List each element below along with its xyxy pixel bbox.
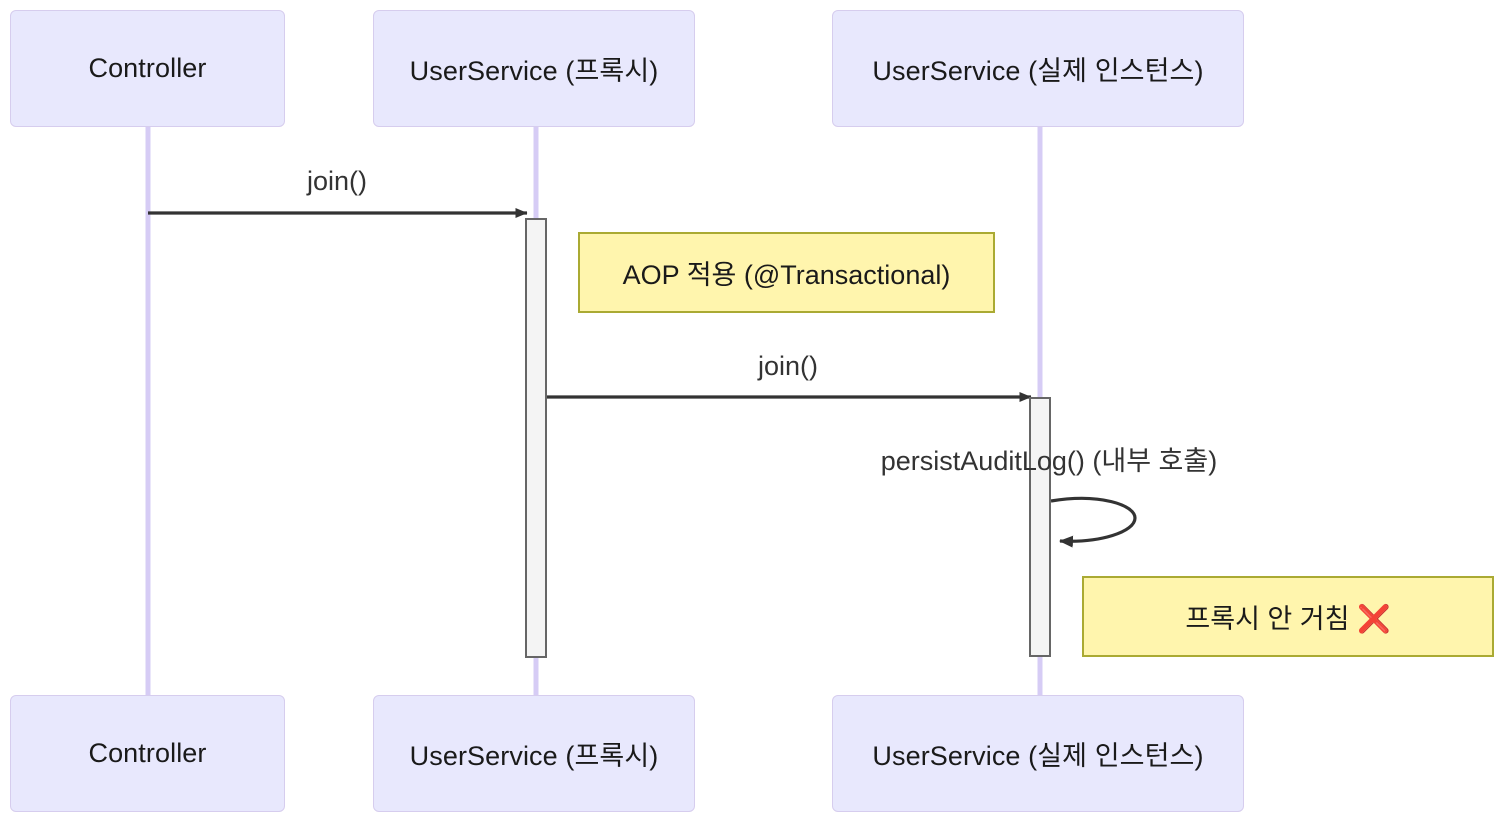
activation-bar-user-service-real — [1029, 397, 1051, 657]
note-aop-applied: AOP 적용 (@Transactional) — [578, 232, 995, 313]
participant-label: UserService (실제 인스턴스) — [872, 56, 1204, 86]
message-arrow-self-call — [1050, 496, 1137, 548]
participant-label: UserService (프록시) — [409, 56, 659, 86]
participant-label: UserService (실제 인스턴스) — [872, 741, 1204, 771]
participant-label: Controller — [88, 738, 207, 768]
message-label-join-2: join() — [757, 351, 819, 381]
participant-box-user-service-proxy-top[interactable]: UserService (프록시) — [373, 10, 695, 127]
participant-box-user-service-proxy-bottom[interactable]: UserService (프록시) — [373, 695, 695, 812]
participant-label: UserService (프록시) — [409, 741, 659, 771]
note-text: 프록시 안 거침 ❌ — [1185, 604, 1391, 634]
message-label-persist-audit-log: persistAuditLog() (내부 호출) — [880, 446, 1218, 476]
participant-box-user-service-real-bottom[interactable]: UserService (실제 인스턴스) — [832, 695, 1244, 812]
note-no-proxy: 프록시 안 거침 ❌ — [1082, 576, 1494, 657]
participant-box-controller-bottom[interactable]: Controller — [10, 695, 285, 812]
participant-box-controller-top[interactable]: Controller — [10, 10, 285, 127]
activation-bar-user-service-proxy — [525, 218, 547, 658]
participant-box-user-service-real-top[interactable]: UserService (실제 인스턴스) — [832, 10, 1244, 127]
participant-label: Controller — [88, 53, 207, 83]
message-label-join-1: join() — [306, 166, 368, 196]
note-text: AOP 적용 (@Transactional) — [622, 260, 951, 290]
